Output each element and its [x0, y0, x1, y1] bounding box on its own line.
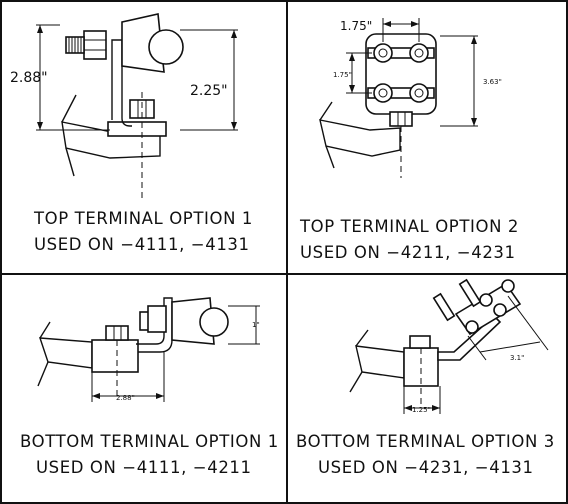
panel-bottom-terminal-option-1: 1" 2.88" BOTTOM TERMINAL OPTION 1 USED O… — [20, 297, 279, 477]
caption-title: TOP TERMINAL OPTION 1 — [33, 209, 253, 228]
dimension-height-ring: 2.25" — [190, 83, 228, 99]
terminal-figure-top-1 — [61, 13, 184, 200]
dimension-height-overall: 2.88" — [10, 70, 48, 86]
dimension-clamp-length: 3.1" — [510, 354, 524, 362]
caption-models: USED ON −4211, −4231 — [300, 243, 516, 262]
terminal-figure-top-2 — [319, 33, 437, 178]
dimension-bolt-spacing-vertical: 1.75" — [333, 71, 352, 79]
caption-title: BOTTOM TERMINAL OPTION 1 — [20, 432, 279, 451]
dimension-lines-top-1 — [36, 24, 238, 131]
caption-title: TOP TERMINAL OPTION 2 — [299, 217, 519, 236]
dimension-ring-height: 1" — [252, 321, 260, 329]
dimension-lug-width: 1.25" — [412, 406, 431, 414]
panel-top-terminal-option-1: 2.88" 2.25" TOP TERMINAL OPTION 1 USED O… — [10, 13, 253, 254]
dimension-bolt-spacing-horizontal: 1.75" — [340, 19, 372, 33]
terminal-figure-bottom-1 — [37, 297, 229, 400]
dimension-lines-bottom-3 — [403, 295, 549, 414]
dimension-lines-bottom-1 — [91, 305, 260, 402]
panel-top-terminal-option-2: 1.75" 1.75" 3.63" TOP TERMINAL OPTION 2 … — [299, 18, 519, 262]
caption-models: USED ON −4231, −4131 — [318, 458, 534, 477]
caption-models: USED ON −4111, −4211 — [36, 458, 252, 477]
caption-title: BOTTOM TERMINAL OPTION 3 — [296, 432, 555, 451]
dimension-height-overall: 3.63" — [483, 78, 502, 86]
dimension-lines-top-2 — [346, 18, 478, 127]
caption-models: USED ON −4111, −4131 — [34, 235, 250, 254]
panel-bottom-terminal-option-3: 3.1" 1.25" BOTTOM TERMINAL OPTION 3 USED… — [296, 278, 555, 477]
terminal-figure-bottom-3 — [349, 278, 522, 408]
dimension-lug-length: 2.88" — [116, 394, 135, 402]
